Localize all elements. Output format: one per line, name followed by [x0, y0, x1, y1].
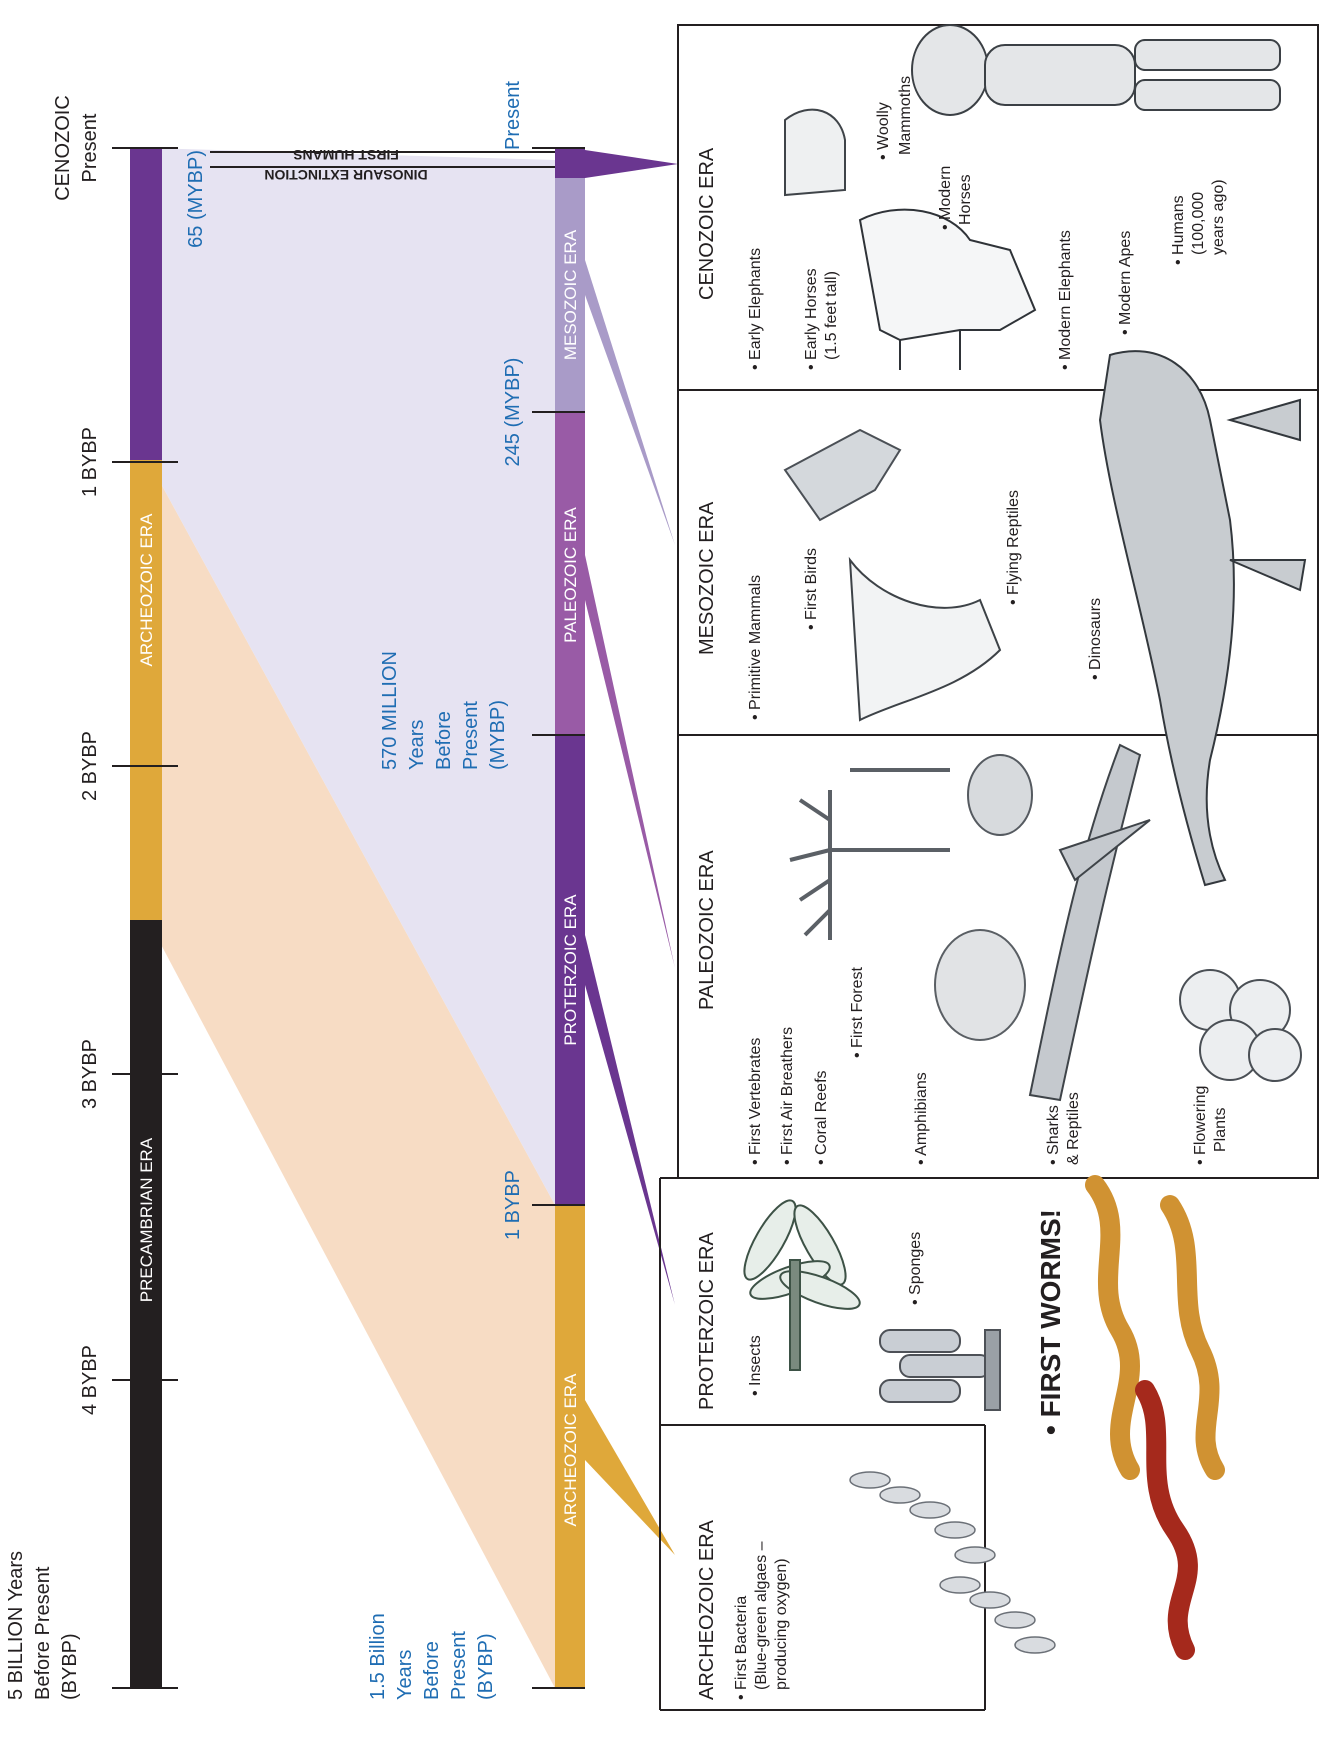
- event-dinosaur-extinction: DINOSAUR EXTINCTION: [264, 167, 427, 183]
- paleozoic-item-flowering-line-2: Plants: [1212, 1108, 1229, 1152]
- horse-illustration: [860, 210, 1035, 370]
- cenozoic-item-early-elephants: • Early Elephants: [747, 248, 764, 370]
- event-first-humans: FIRST HUMANS: [293, 147, 399, 163]
- cenozoic-panel-title: CENOZOIC ERA: [696, 147, 718, 300]
- middle-bar-proterozoic-label: PROTERZOIC ERA: [561, 894, 580, 1046]
- proterozoic-item-sponges: • Sponges: [907, 1232, 924, 1305]
- proterozoic-connector: [585, 935, 675, 1305]
- left-heading-line-3: (BYBP): [59, 1633, 81, 1700]
- paleozoic-item-coral-reefs: • Coral Reefs: [813, 1070, 830, 1165]
- flower-illustration: [1180, 970, 1301, 1081]
- cenozoic-item-early-horses-line-1: • Early Horses: [803, 268, 820, 370]
- span-label-line-3: Before: [433, 711, 455, 770]
- span-label-line-1: 570 MILLION: [379, 651, 401, 770]
- svg-text:5 BILLION Years: 5 BILLION Years: [5, 1551, 27, 1700]
- middle-top-present: Present: [502, 81, 524, 150]
- elephant-illustration: [785, 110, 845, 195]
- middle-heading-line-3: Before: [421, 1641, 443, 1700]
- middle-heading-line-5: (BYBP): [475, 1633, 497, 1700]
- cenozoic-item-modern-elephants: • Modern Elephants: [1057, 230, 1074, 370]
- mesozoic-item-primitive-mammals: • Primitive Mammals: [747, 575, 764, 720]
- paleozoic-item-flowering-line-1: • Flowering: [1192, 1086, 1209, 1165]
- cenozoic-item-early-horses-line-2: (1.5 feet tall): [823, 271, 840, 360]
- tree-illustration: [790, 770, 950, 940]
- paleozoic-item-sharks-line-1: • Sharks: [1045, 1105, 1062, 1165]
- cenozoic-item-modern-apes: • Modern Apes: [1117, 231, 1134, 335]
- cenozoic-item-modern-horses-line-1: • Modern: [937, 166, 954, 230]
- paleozoic-item-amphibians: • Amphibians: [913, 1072, 930, 1165]
- proterozoic-panel-title: PROTERZOIC ERA: [696, 1232, 718, 1410]
- paleozoic-item-first-vertebrates: • First Vertebrates: [747, 1038, 764, 1165]
- shark-illustration: [1030, 745, 1150, 1100]
- middle-tick-1bybp: 1 BYBP: [502, 1170, 524, 1240]
- span-label-line-2: Years: [406, 720, 428, 770]
- mesozoic-item-dinosaurs: • Dinosaurs: [1087, 598, 1104, 680]
- left-tick-4bybp: 4 BYBP: [79, 1345, 101, 1415]
- middle-heading-line-4: Present: [448, 1631, 470, 1700]
- left-heading-line-1: 5 BILLION Years: [5, 1551, 27, 1700]
- middle-tick-245mybp: 245 (MYBP): [502, 358, 524, 467]
- mesozoic-item-flying-reptiles: • Flying Reptiles: [1005, 490, 1022, 605]
- proterozoic-item-insects: • Insects: [747, 1335, 764, 1396]
- cenozoic-item-woolly-line-1: • Woolly: [875, 102, 892, 160]
- left-tick-2bybp: 2 BYBP: [79, 731, 101, 801]
- bacteria-illustration: [850, 1472, 1055, 1653]
- left-tick-1bybp: 1 BYBP: [79, 427, 101, 497]
- frog-illustration: [968, 755, 1032, 835]
- paleozoic-panel-title: PALEOZOIC ERA: [696, 850, 718, 1010]
- archeozoic-item-line-3: producing oxygen): [773, 1558, 790, 1690]
- middle-heading-line-2: Years: [394, 1650, 416, 1700]
- middle-bar-paleozoic-label: PALEOZOIC ERA: [561, 506, 580, 642]
- left-top-label-2: Present: [79, 113, 101, 182]
- sponge-illustration: [880, 1330, 1000, 1410]
- bird-illustration: [785, 430, 900, 520]
- mesozoic-item-first-birds: • First Birds: [803, 548, 820, 630]
- paleozoic-item-first-forest: • First Forest: [849, 967, 866, 1058]
- left-bar-cenozoic: [130, 148, 162, 462]
- span-label-line-5: (MYBP): [487, 700, 509, 770]
- cenozoic-item-modern-horses-line-2: Horses: [957, 174, 974, 225]
- first-worms-callout: • FIRST WORMS!: [1035, 1209, 1066, 1435]
- archeozoic-panel-title: ARCHEOZOIC ERA: [696, 1519, 718, 1700]
- human-illustration: [912, 25, 1280, 115]
- left-tick-3bybp: 3 BYBP: [79, 1039, 101, 1109]
- middle-heading-line-1: 1.5 Billion: [367, 1613, 389, 1700]
- cenozoic-item-humans-line-2: (100,000: [1190, 192, 1207, 255]
- left-top-label-1: CENOZOIC: [52, 95, 74, 201]
- paleozoic-connector: [585, 555, 675, 968]
- middle-bar-archeozoic-label: ARCHEOZOIC ERA: [561, 1373, 580, 1527]
- svg-text:(BYBP): (BYBP): [59, 1633, 81, 1700]
- left-heading-line-2: Before Present: [32, 1566, 54, 1700]
- flying-reptile-illustration: [850, 560, 1000, 720]
- archeozoic-connector: [585, 1400, 675, 1555]
- cenozoic-connector: [585, 150, 678, 178]
- mesozoic-connector: [585, 260, 675, 545]
- svg-text:Before Present: Before Present: [32, 1566, 54, 1700]
- archeozoic-item-line-1: • First Bacteria: [733, 1596, 750, 1700]
- archeozoic-item-line-2: (Blue-green algaes –: [753, 1541, 770, 1690]
- paleozoic-item-sharks-line-2: & Reptiles: [1065, 1092, 1082, 1165]
- dinosaur-illustration: [1100, 351, 1305, 885]
- span-label-line-4: Present: [460, 701, 482, 770]
- left-bar-precambrian: [130, 920, 162, 1688]
- cenozoic-item-woolly-line-2: Mammoths: [897, 76, 914, 155]
- cenozoic-item-humans-line-3: years ago): [1210, 179, 1227, 255]
- left-bar-precambrian-label: PRECAMBRIAN ERA: [137, 1137, 156, 1302]
- left-bar-archeozoic-label: ARCHEOZOIC ERA: [137, 513, 156, 667]
- mesozoic-panel-title: MESOZOIC ERA: [696, 501, 718, 655]
- amphibian-illustration: [935, 930, 1025, 1040]
- worms-illustration: [1095, 1185, 1215, 1650]
- paleozoic-item-first-air-breathers: • First Air Breathers: [779, 1027, 796, 1165]
- cenozoic-item-humans-line-1: • Humans: [1170, 195, 1187, 265]
- middle-bar-mesozoic-label: MESOZOIC ERA: [561, 229, 580, 360]
- middle-bar-cenozoic: [555, 148, 585, 178]
- middle-tick-65mybp: 65 (MYBP): [185, 150, 207, 248]
